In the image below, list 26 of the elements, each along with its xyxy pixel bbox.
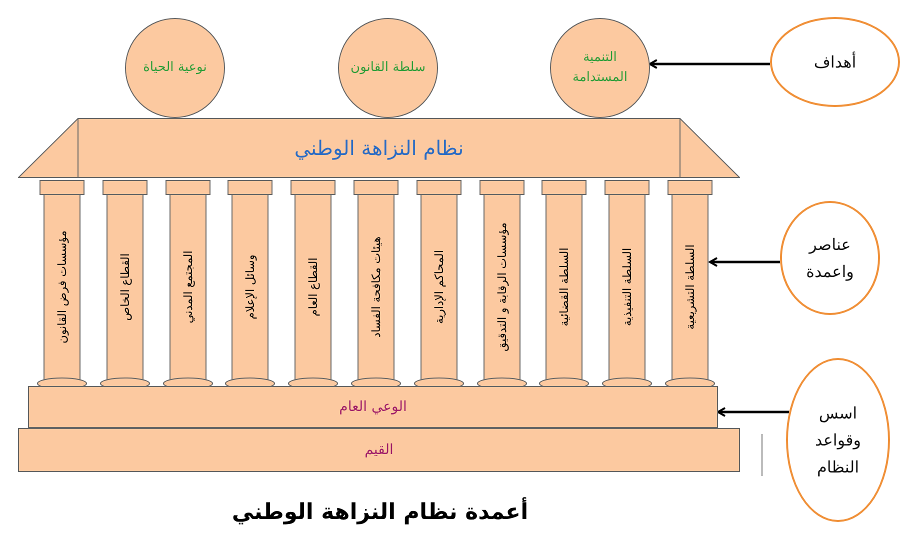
goal-label: التنمية المستدامة: [572, 49, 628, 87]
pillar-label: المجتمع المدني: [180, 250, 195, 324]
pillar-label: وسائل الإعلام: [243, 254, 258, 320]
ellipse-label: عناصر واعمدة: [805, 234, 855, 283]
arrow: [709, 257, 780, 267]
pillar-label: السلطة التشريعية: [683, 244, 697, 330]
base-step: [18, 428, 740, 472]
pillar-label: القطاع العام: [306, 258, 320, 316]
pillar-label: مؤسسات الرقابة و التدقيق: [494, 222, 509, 352]
base-label: القيم: [364, 442, 394, 458]
base-step: [28, 386, 718, 428]
pillar-label: المحاكم الإدارية: [432, 250, 446, 324]
ellipse-label: اسس وقواعد النظام: [814, 402, 862, 478]
roof: [18, 118, 740, 178]
pillar-label: السلطة القضائية: [557, 248, 572, 326]
goal-label: سلطة القانون: [350, 59, 426, 77]
goal-label: نوعية الحياة: [142, 59, 208, 77]
ellipse-label: أهداف: [812, 50, 858, 74]
pillar-label: مؤسسات فرض القانون: [55, 230, 69, 344]
pillar-label: القطاع الخاص: [118, 253, 132, 321]
base-label: الوعي العام: [339, 399, 407, 415]
arrow: [717, 407, 790, 417]
pillar-label: هيئات مكافحة الفساد: [369, 236, 383, 338]
roof-label: نظام النزاهة الوطني: [294, 136, 464, 160]
arrow: [648, 59, 770, 69]
pillar-label: السلطة التنفيذية: [620, 248, 634, 326]
